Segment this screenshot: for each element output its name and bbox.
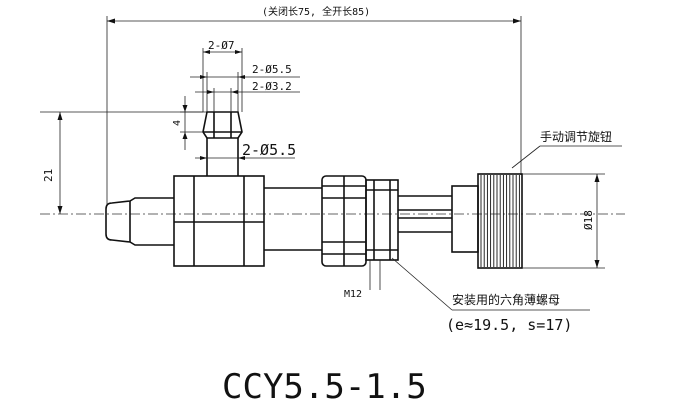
overall-length-label: (关闭长75, 全开长85) (262, 5, 370, 18)
knob-annotation: 手动调节旋钮 (511, 129, 622, 169)
top-diameter-dimensions: 2-Ø7 2-Ø5.5 2-Ø3.2 (190, 39, 300, 112)
knob-diameter-dimension: Ø18 (522, 173, 605, 269)
left-hose-barb (105, 197, 174, 246)
connector-neck (264, 187, 322, 251)
d55-tube-label: 2-Ø5.5 (242, 141, 296, 159)
d32-label: 2-Ø3.2 (252, 80, 292, 93)
d7-label: 2-Ø7 (208, 39, 235, 52)
d18-label: Ø18 (582, 210, 595, 230)
m12-label: M12 (344, 289, 362, 300)
d55-top-label: 2-Ø5.5 (252, 63, 292, 76)
thread-dimension: M12 (344, 260, 381, 300)
tube-diameter-dimension: 2-Ø5.5 (195, 141, 296, 160)
nut-label: 安装用的六角薄螺母 (452, 292, 560, 307)
knob-base (451, 185, 479, 253)
height-21-label: 21 (42, 169, 55, 182)
knob-label: 手动调节旋钮 (540, 129, 612, 144)
hex-nut (365, 179, 399, 261)
top-tube (202, 111, 243, 176)
overall-length-dimension: (关闭长75, 全开长85) (106, 5, 522, 205)
knurled-knob (477, 173, 523, 269)
collar-stack (321, 175, 367, 267)
height-4-label: 4 (172, 120, 183, 126)
height-21-dimension: 21 (40, 111, 212, 214)
adjust-shaft (398, 195, 452, 233)
model-label: CCY5.5-1.5 (222, 367, 427, 407)
nut-size-label: (e≈19.5, s=17) (446, 316, 572, 334)
nut-annotation: 安装用的六角薄螺母 (e≈19.5, s=17) (391, 257, 590, 334)
main-body (173, 175, 265, 267)
barb-height-dimension: 4 (172, 96, 203, 150)
